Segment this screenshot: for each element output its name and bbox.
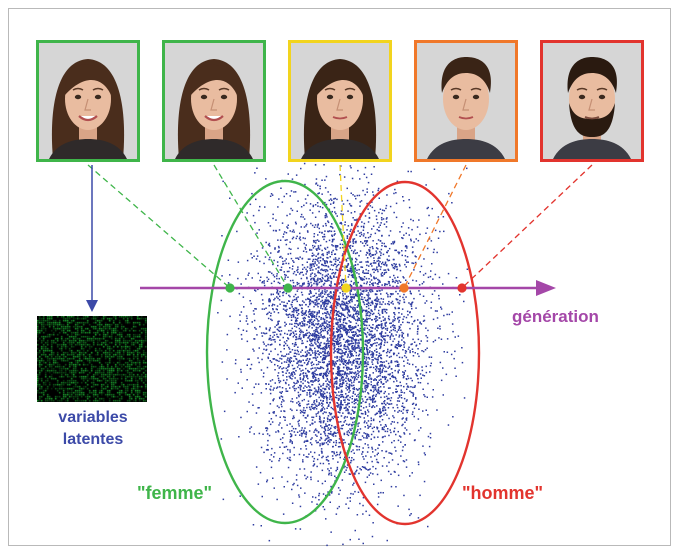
axis-point-4 (399, 283, 409, 293)
axis-point-2 (283, 283, 293, 293)
latent-label-line1: variables (58, 409, 128, 426)
latent-variables-label: variables latentes (20, 407, 166, 451)
homme-cluster-ellipse (329, 180, 481, 526)
androgynous-portrait-icon (291, 43, 389, 159)
connector-line-2 (213, 164, 289, 289)
axis-arrow-head-icon (536, 280, 556, 296)
axis-point-3 (341, 283, 351, 293)
femme-cluster-label: "femme" (137, 483, 213, 503)
face-androgynous (288, 40, 392, 162)
woman-portrait-icon (39, 43, 137, 159)
axis-point-5 (457, 283, 467, 293)
face-woman-2 (162, 40, 266, 162)
latent-point-cloud (215, 162, 469, 547)
woman-portrait-icon (165, 43, 263, 159)
homme-cluster-label: "homme" (462, 483, 544, 503)
face-man-2 (540, 40, 644, 162)
face-man-1 (414, 40, 518, 162)
connector-line-4 (403, 164, 467, 289)
femme-cluster-ellipse (205, 179, 365, 525)
axis-point-1 (225, 283, 235, 293)
latent-arrow-head-icon (86, 300, 98, 312)
man-portrait-icon (417, 43, 515, 159)
connector-line-3 (339, 164, 347, 289)
face-woman-1 (36, 40, 140, 162)
connector-line-1 (87, 164, 231, 289)
connector-line-5 (461, 164, 593, 289)
latent-label-line2: latentes (62, 431, 124, 448)
bearded-man-portrait-icon (543, 43, 641, 159)
latent-variables-matrix (37, 316, 147, 402)
generation-axis-label: génération (512, 307, 599, 326)
